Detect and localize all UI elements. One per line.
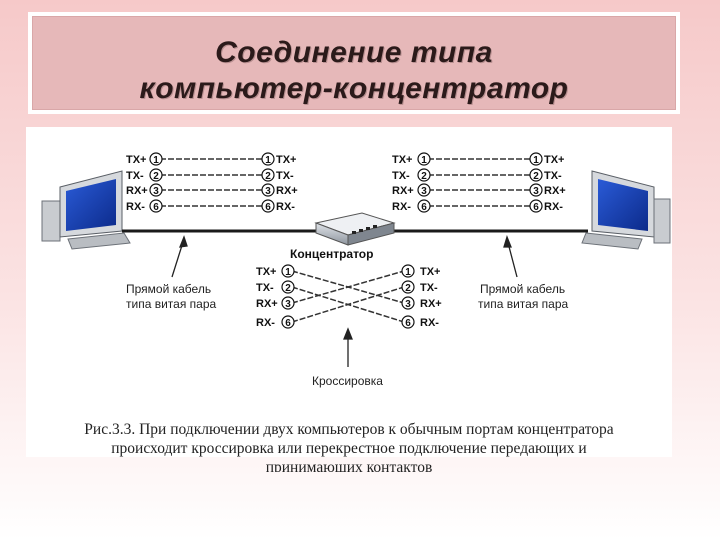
pin-label: RX+ [392, 185, 414, 197]
left-straight-pinout: TX+ TX- RX+ RX- TX+ TX- RX+ RX- [126, 152, 298, 213]
pin-number: 1 [405, 267, 411, 278]
pin-number: 3 [265, 186, 271, 197]
pin-label: TX- [256, 282, 274, 294]
pin-number: 2 [533, 171, 539, 182]
pin-number: 2 [265, 171, 271, 182]
pin-number: 6 [265, 202, 271, 213]
pin-label: TX+ [420, 266, 440, 278]
right-cable-label-1: Прямой кабель [480, 282, 565, 296]
slide-title-line-1: Соединение типа [215, 36, 493, 69]
pin-label: RX- [420, 317, 439, 329]
pin-label: TX- [420, 282, 438, 294]
pin-number: 3 [285, 299, 291, 310]
pin-label: RX+ [544, 185, 566, 197]
pin-label: RX- [126, 201, 145, 213]
title-banner: Соединение типа компьютер-концентратор [28, 12, 680, 114]
left-computer-icon [41, 170, 131, 250]
pin-label: RX+ [420, 298, 442, 310]
hub-icon [314, 212, 396, 246]
pin-label: TX- [392, 170, 410, 182]
left-cable-label-1: Прямой кабель [126, 282, 211, 296]
pin-label: RX- [276, 201, 295, 213]
figure-panel: Концентратор TX+ TX- RX+ RX- TX+ TX- RX+… [26, 127, 672, 457]
pin-number: 6 [285, 318, 291, 329]
pin-label: TX- [126, 170, 144, 182]
figure-caption: Рис.3.3. При подключении двух компьютеро… [26, 420, 672, 472]
crossover-pinout: TX+ TX- RX+ RX- TX+ TX- RX+ RX- [256, 264, 442, 329]
pin-label: TX+ [126, 154, 146, 166]
pin-label: TX+ [256, 266, 276, 278]
pin-label: RX+ [276, 185, 298, 197]
pin-label: TX+ [544, 154, 564, 166]
caption-line-1: Рис.3.3. При подключении двух компьютеро… [84, 421, 614, 438]
pin-number: 3 [405, 299, 411, 310]
pin-number: 3 [533, 186, 539, 197]
pin-number: 2 [405, 283, 411, 294]
pin-label: TX+ [392, 154, 412, 166]
pin-label: RX- [392, 201, 411, 213]
pin-number: 3 [153, 186, 159, 197]
caption-line-3: принимающих контактов [265, 459, 433, 472]
hub-label: Концентратор [290, 247, 373, 261]
left-cable-label-2: типа витая пара [126, 297, 216, 311]
pin-number: 6 [153, 202, 159, 213]
pin-number: 1 [533, 155, 539, 166]
connection-diagram: Концентратор TX+ TX- RX+ RX- TX+ TX- RX+… [41, 152, 671, 388]
caption-line-2: происходит кроссировка или перекрестное … [111, 440, 587, 457]
pin-number: 3 [421, 186, 427, 197]
pin-number: 1 [285, 267, 291, 278]
pin-label: RX- [256, 317, 275, 329]
pin-label: RX+ [256, 298, 278, 310]
right-computer-icon [581, 170, 671, 250]
pin-number: 2 [153, 171, 159, 182]
pin-number: 2 [421, 171, 427, 182]
pin-label: RX+ [126, 185, 148, 197]
right-straight-pinout: TX+ TX- RX+ RX- TX+ TX- RX+ RX- [392, 152, 566, 213]
pin-label: TX+ [276, 154, 296, 166]
pin-number: 6 [405, 318, 411, 329]
pin-label: RX- [544, 201, 563, 213]
pin-number: 6 [533, 202, 539, 213]
pin-number: 2 [285, 283, 291, 294]
pin-number: 1 [153, 155, 159, 166]
pin-number: 1 [421, 155, 427, 166]
pin-number: 1 [265, 155, 271, 166]
pin-label: TX- [276, 170, 294, 182]
slide-title-line-2: компьютер-концентратор [139, 72, 569, 105]
right-cable-label-2: типа витая пара [478, 297, 568, 311]
pin-label: TX- [544, 170, 562, 182]
crossover-label: Кроссировка [312, 374, 383, 388]
pin-number: 6 [421, 202, 427, 213]
